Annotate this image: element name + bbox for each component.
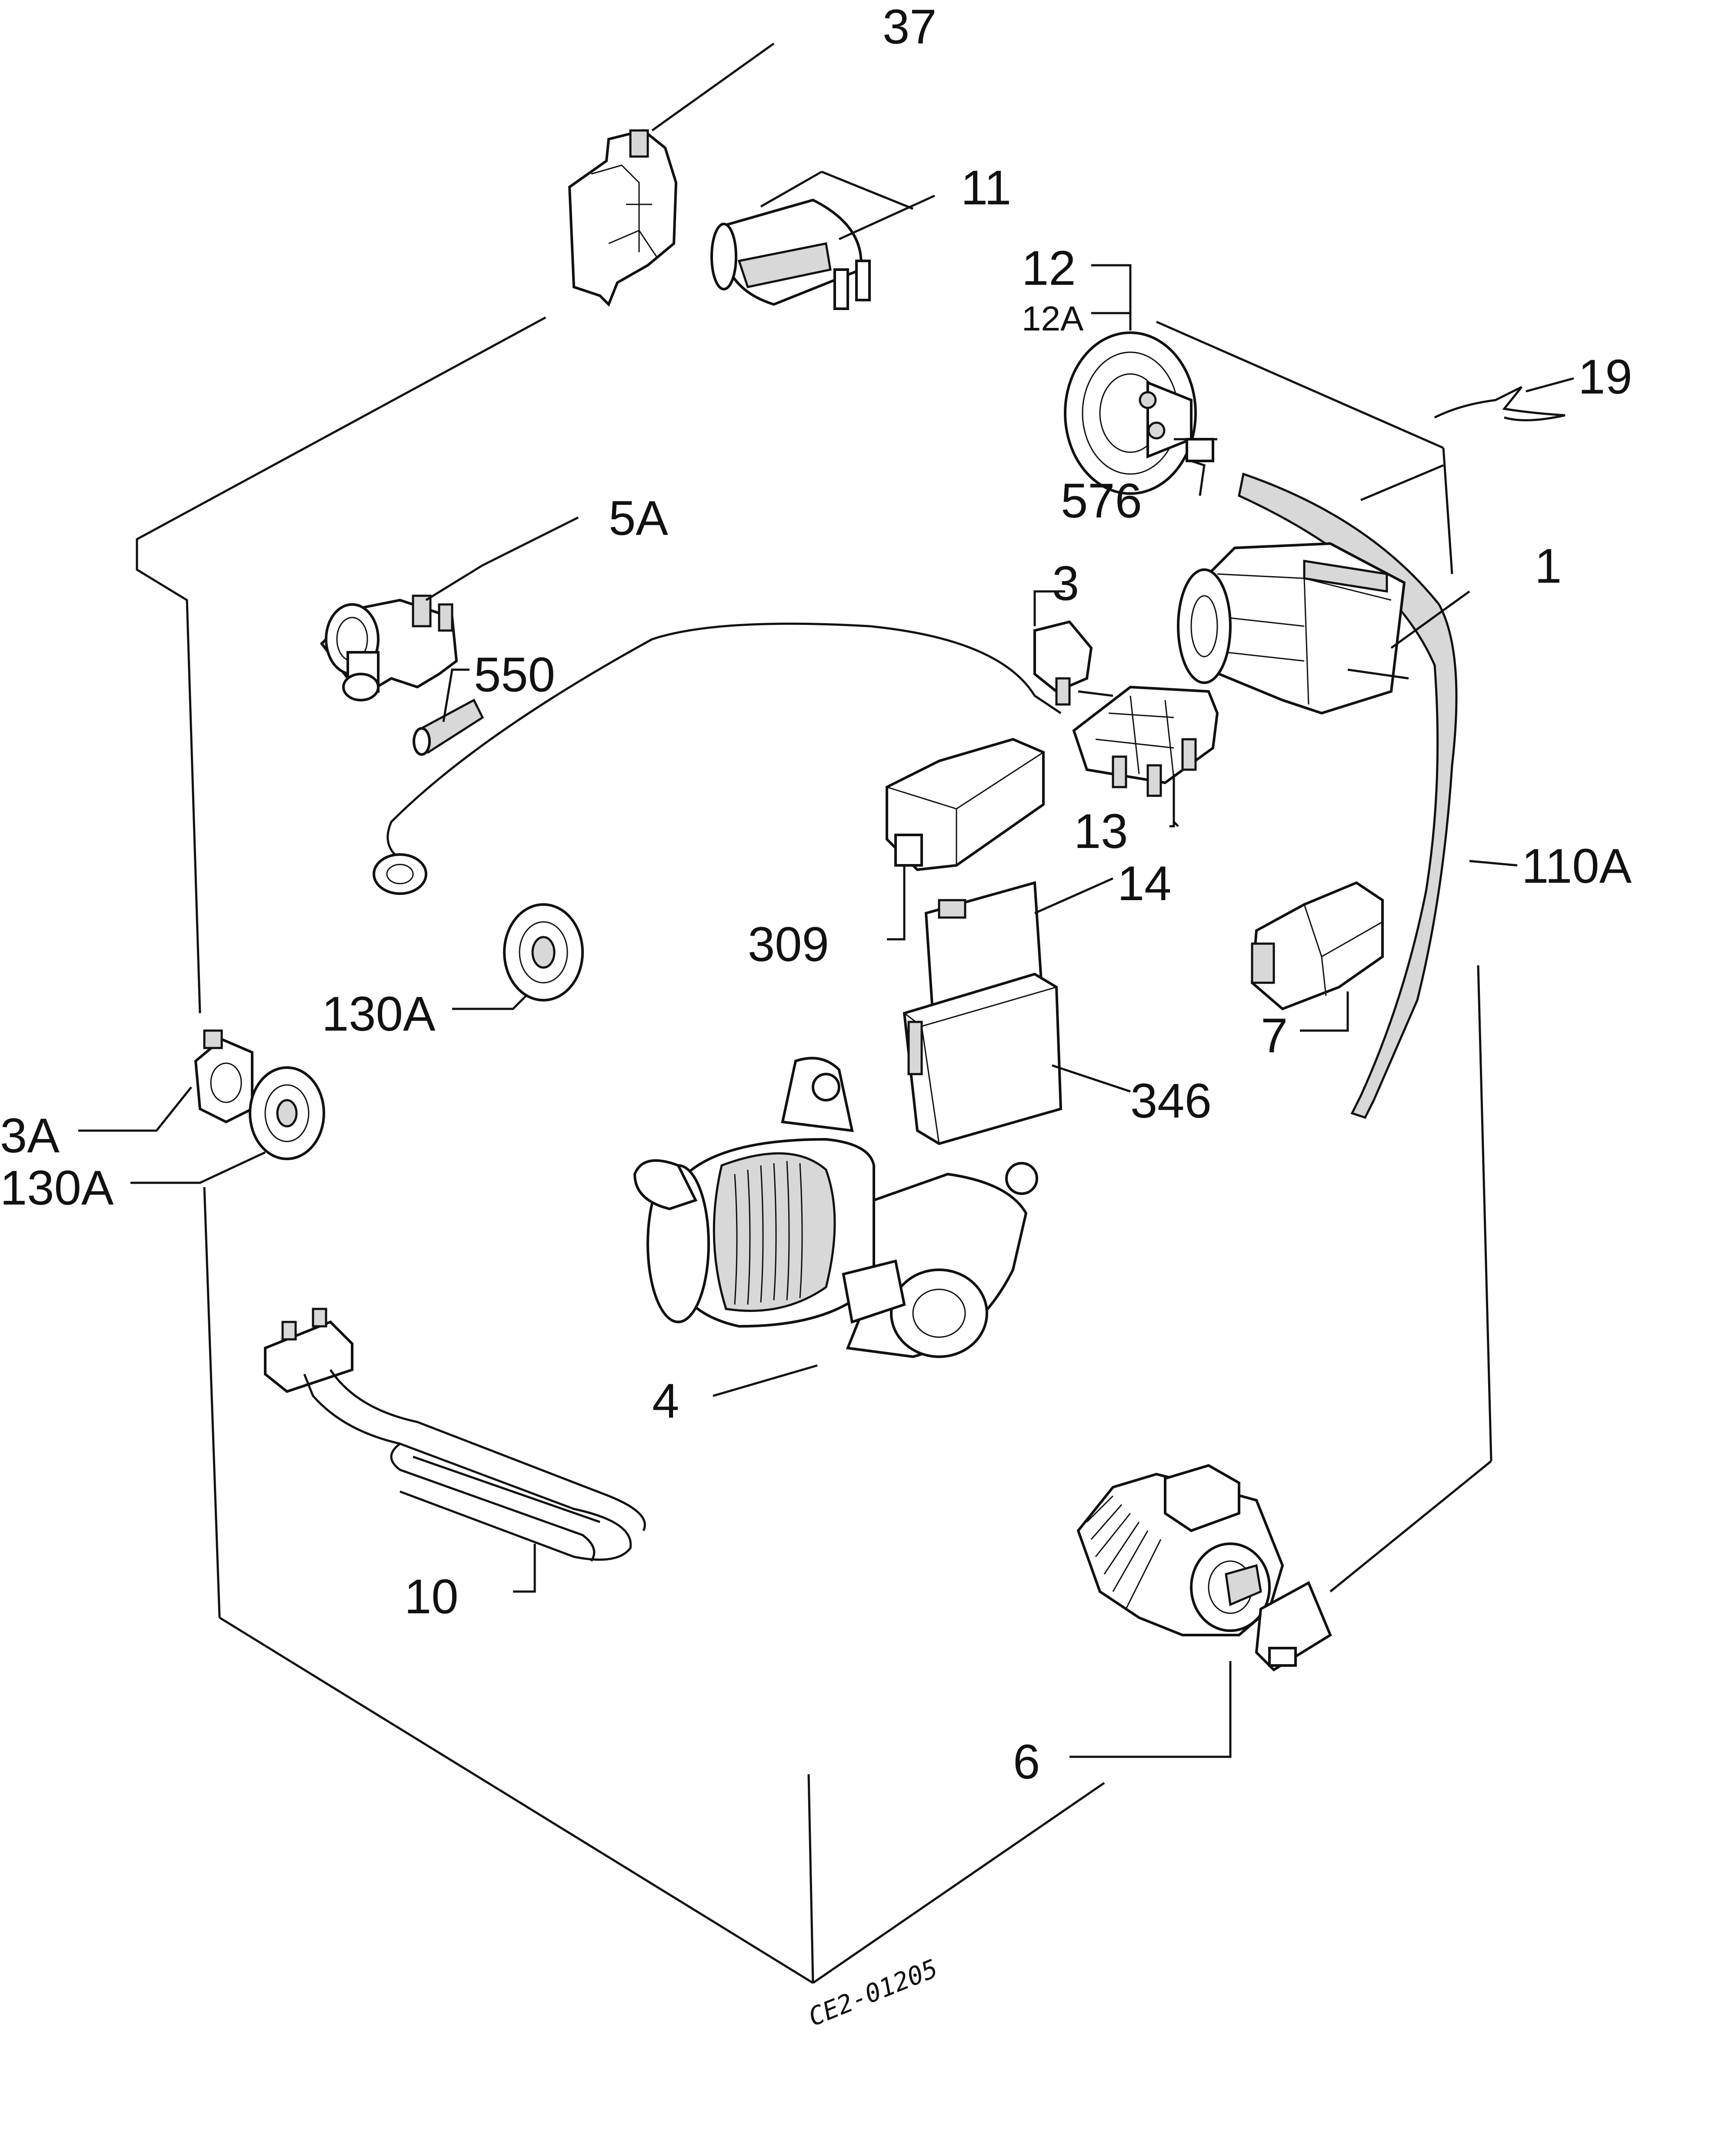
part-11-capacitor <box>710 170 936 310</box>
part-110a-hose <box>1238 472 1518 1119</box>
label-130a-outer: 130A <box>0 1161 114 1215</box>
part-130a-grommet-inner <box>452 903 584 1010</box>
label-6: 6 <box>1013 1735 1040 1789</box>
label-10: 10 <box>404 1569 459 1624</box>
label-14: 14 <box>1117 856 1172 911</box>
label-1: 1 <box>1535 539 1562 593</box>
harness-wire <box>373 622 1062 895</box>
part-1-programmer <box>1177 542 1470 715</box>
drawing-code: CE2-01205 <box>804 1953 942 2032</box>
part-6-drain-pump <box>1069 1464 1332 1758</box>
label-12a: 12A <box>1022 299 1084 338</box>
label-5a: 5A <box>609 491 668 545</box>
label-3a: 3A <box>0 1108 60 1163</box>
part-5a-inlet-valve <box>320 516 579 701</box>
part-labels: 37 11 12 12A 19 576 5A 1 550 3 13 110A 1… <box>0 0 1632 2032</box>
part-7-interlock <box>1250 881 1384 1032</box>
cabinet-outline <box>136 316 1492 1984</box>
part-37-door-lock <box>568 42 775 307</box>
label-346: 346 <box>1130 1074 1212 1128</box>
part-12-pressure-switch <box>1064 264 1217 495</box>
part-3-switch <box>1033 590 1113 706</box>
label-110a: 110A <box>1522 839 1632 893</box>
part-13-switch-block <box>1072 685 1219 828</box>
label-130a-inner: 130A <box>322 987 436 1041</box>
label-7: 7 <box>1261 1008 1288 1063</box>
label-576: 576 <box>1061 474 1142 528</box>
part-576-connector <box>1186 438 1214 496</box>
label-3: 3 <box>1052 556 1079 611</box>
label-4: 4 <box>652 1374 679 1428</box>
part-309-cover <box>886 738 1045 941</box>
label-13: 13 <box>1074 804 1128 858</box>
part-19-clip <box>1434 377 1574 421</box>
part-346-module <box>903 972 1131 1145</box>
part-130a-grommet-outer <box>130 1066 325 1184</box>
label-37: 37 <box>883 0 937 54</box>
label-11: 11 <box>961 160 1011 215</box>
label-550: 550 <box>474 647 555 702</box>
part-4-motor <box>633 1057 1038 1397</box>
part-10-heating-element <box>264 1308 646 1593</box>
part-3a-thermostat <box>78 1029 253 1132</box>
label-19: 19 <box>1578 350 1632 404</box>
label-309: 309 <box>748 917 829 971</box>
part-550-sleeve <box>413 668 484 756</box>
label-12: 12 <box>1022 241 1076 295</box>
